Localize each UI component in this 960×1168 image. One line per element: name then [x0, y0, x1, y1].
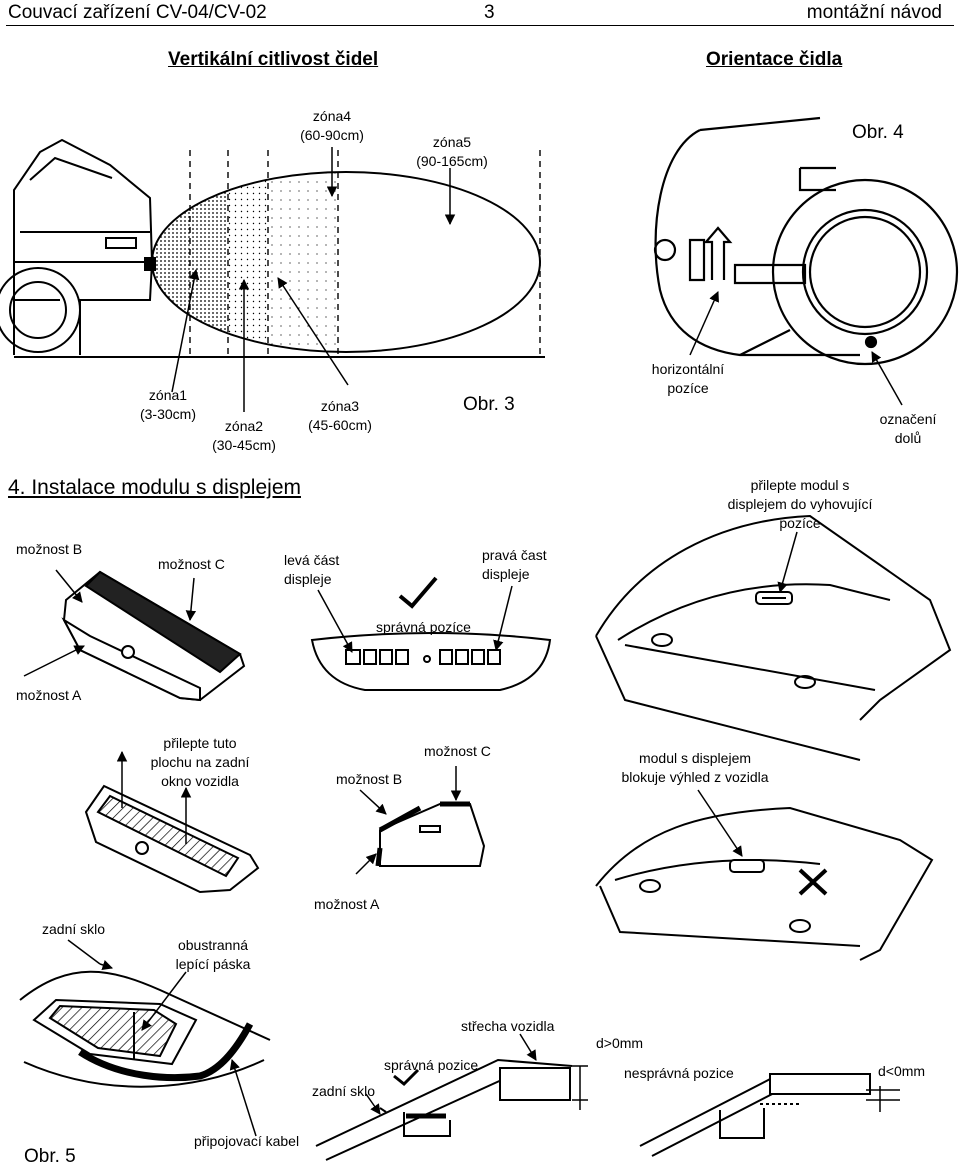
option-b-label: možnost B: [16, 541, 83, 557]
rear-glass-label: zadní sklo: [42, 921, 106, 937]
zone1-label: zóna1(3-30cm): [139, 387, 196, 422]
roof-wrong: [640, 1074, 870, 1156]
heading-install-display: 4. Instalace modulu s displejem: [8, 476, 301, 499]
module-side: [378, 804, 484, 866]
zone5-label: zóna5(90-165cm): [416, 134, 488, 169]
header-rule: [6, 25, 954, 26]
d-positive-label: d>0mm: [596, 1035, 644, 1051]
page-number: 3: [484, 2, 495, 23]
module-underside: [86, 786, 258, 892]
roof-correct: [316, 1060, 572, 1160]
car-rear-drawing: [0, 140, 155, 355]
rear-window-correct: [596, 516, 950, 760]
figure-5-caption: Obr. 5: [24, 1146, 76, 1167]
d-negative-label: d<0mm: [878, 1063, 926, 1079]
option-b2-label: možnost B: [336, 771, 403, 787]
correct-position-label-2: správná pozice: [384, 1057, 479, 1073]
sensor-drawing: [655, 118, 957, 364]
check-mark-icon-2: [394, 1070, 418, 1084]
option-a-label: možnost A: [16, 687, 82, 703]
doc-title: Couvací zařízení CV-04/CV-02: [8, 2, 267, 23]
cross-icon: [800, 870, 826, 894]
doc-type: montážní návod: [806, 2, 942, 23]
heading-vertical-sensitivity: Vertikální citlivost čidel: [168, 49, 379, 70]
option-c2-label: možnost C: [424, 743, 491, 759]
display-front: [312, 633, 550, 690]
zone4-label: zóna4(60-90cm): [300, 108, 364, 143]
heading-sensor-orientation: Orientace čidla: [706, 49, 843, 70]
check-mark-icon: [400, 578, 436, 606]
glass-installation: [20, 972, 270, 1087]
zone3-label: zóna3(45-60cm): [308, 398, 372, 433]
rear-window-wrong: [596, 808, 932, 960]
roof-label: střecha vozidla: [461, 1018, 555, 1034]
wrong-position-label: nesprávná pozice: [624, 1065, 734, 1081]
option-a2-label: možnost A: [314, 896, 380, 912]
correct-position-label: správná pozíce: [376, 619, 471, 635]
display-module-top: [64, 572, 244, 700]
zone2-label: zóna2(30-45cm): [212, 418, 276, 453]
cable-label: připojovací kabel: [194, 1133, 300, 1149]
figure-3-caption: Obr. 3: [463, 394, 515, 415]
option-c-label: možnost C: [158, 556, 225, 572]
figure-4-caption: Obr. 4: [852, 122, 904, 143]
rear-glass-label-2: zadní sklo: [312, 1083, 376, 1099]
